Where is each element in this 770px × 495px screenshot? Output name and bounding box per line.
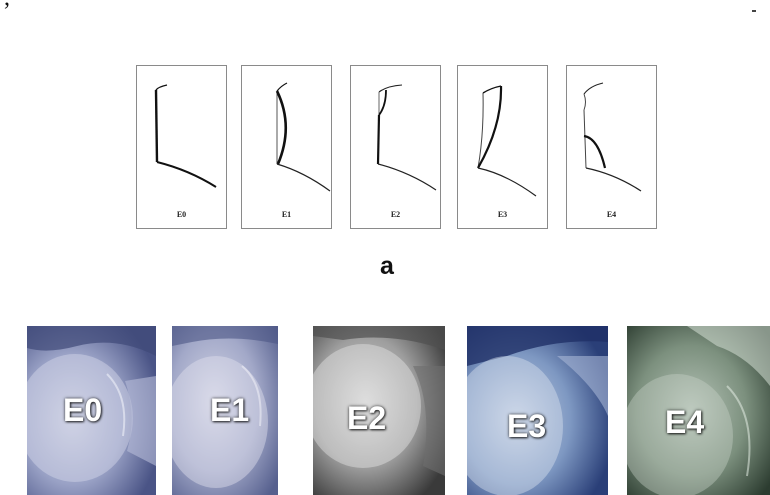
glenoid-erosion-diagrams: E0 E1 E2 E3 [0, 0, 770, 240]
diagram-panel-e1: E1 [241, 65, 332, 229]
glenoid-outline-e3 [458, 66, 549, 230]
panel-label-e1: E1 [242, 210, 331, 219]
glenoid-outline-e2 [351, 66, 442, 230]
panel-label-e0: E0 [137, 210, 226, 219]
radiograph-label-e0: E0 [63, 392, 102, 429]
radiograph-e1: E1 [172, 326, 278, 495]
diagram-panel-e4: E4 [566, 65, 657, 229]
radiograph-e3: E3 [467, 326, 608, 495]
figure-label-a: a [372, 252, 402, 281]
radiograph-label-e4: E4 [665, 404, 704, 441]
radiograph-e0: E0 [27, 326, 156, 495]
diagram-panel-e0: E0 [136, 65, 227, 229]
radiograph-label-e3: E3 [507, 408, 546, 445]
radiograph-e2: E2 [313, 326, 445, 495]
radiograph-e4: E4 [627, 326, 770, 495]
glenoid-outline-e4 [567, 66, 658, 230]
radiograph-label-e2: E2 [347, 400, 386, 437]
glenoid-outline-e1 [242, 66, 333, 230]
panel-label-e4: E4 [567, 210, 656, 219]
radiograph-label-e1: E1 [210, 392, 249, 429]
panel-label-e3: E3 [458, 210, 547, 219]
diagram-panel-e2: E2 [350, 65, 441, 229]
glenoid-outline-e0 [137, 66, 228, 230]
diagram-panel-e3: E3 [457, 65, 548, 229]
panel-label-e2: E2 [351, 210, 440, 219]
